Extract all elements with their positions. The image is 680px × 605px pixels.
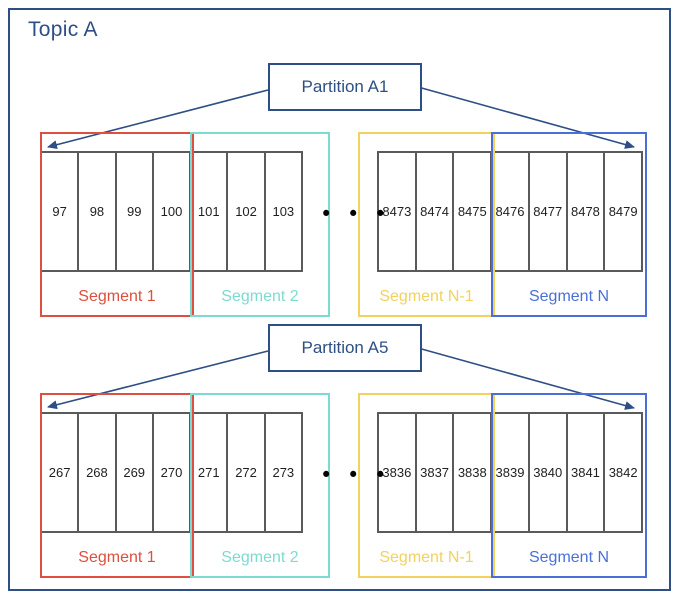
cell-offset-value: 3838 (457, 465, 487, 480)
log-cell: 3836 (379, 414, 415, 531)
partition-label-box: Partition A1 (268, 63, 422, 111)
log-cell: 3841 (565, 414, 604, 531)
log-cell: 3842 (603, 414, 641, 531)
log-cell: 8479 (603, 153, 641, 270)
topic-box (8, 8, 671, 591)
cell-offset-value: 8476 (495, 204, 525, 219)
log-cell: 273 (263, 414, 301, 531)
topic-title: Topic A (28, 18, 98, 41)
cell-offset-value: 99 (126, 204, 142, 219)
cell-offset-value: 272 (235, 465, 257, 480)
cell-offset-value: 3836 (382, 465, 412, 480)
cell-offset-value: 8474 (420, 204, 450, 219)
cell-offset-value: 100 (160, 204, 183, 219)
cell-offset-value: 268 (86, 465, 108, 480)
log-cell: 268 (77, 414, 114, 531)
log-cell: 97 (42, 153, 77, 270)
log-cell: 270 (151, 414, 189, 531)
log-cell: 103 (263, 153, 301, 270)
cell-offset-value: 102 (235, 204, 257, 219)
log-cell: 272 (226, 414, 263, 531)
log-cell: 8477 (527, 153, 566, 270)
ellipsis-dots: • • • (320, 202, 391, 226)
cell-offset-value: 103 (272, 204, 295, 219)
log-cell: 3838 (452, 414, 490, 531)
cell-strip: 8473 8474 8475 8476 8477 8478 8479 (377, 151, 643, 272)
log-cell: 102 (226, 153, 263, 270)
segment-label: Segment 1 (78, 288, 156, 305)
cell-offset-value: 3837 (420, 465, 450, 480)
partition-label: Partition A1 (301, 77, 389, 96)
log-cell: 100 (151, 153, 189, 270)
segment-box: Segment 2 (190, 132, 330, 317)
segment-box: Segment N (491, 393, 647, 578)
cell-offset-value: 271 (197, 465, 220, 480)
cell-offset-value: 269 (123, 465, 146, 480)
log-cell: 99 (114, 153, 152, 270)
cell-offset-value: 98 (89, 204, 105, 219)
partition-label: Partition A5 (301, 338, 389, 357)
cell-offset-value: 3841 (570, 465, 600, 480)
cell-strip: 267 268 269 270 271 272 273 (40, 412, 303, 533)
segment-label: Segment 2 (221, 288, 299, 305)
log-cell: 3837 (414, 414, 453, 531)
log-cell: 8478 (565, 153, 604, 270)
segment-label: Segment 1 (78, 549, 156, 566)
segment-label: Segment N-1 (379, 549, 474, 566)
segment-label: Segment 2 (221, 549, 299, 566)
log-cell: 8473 (379, 153, 415, 270)
segment-label: Segment N-1 (379, 288, 474, 305)
segment-box: Segment N (491, 132, 647, 317)
partition-label-box: Partition A5 (268, 324, 422, 372)
cell-offset-value: 97 (52, 204, 67, 219)
log-cell: 267 (42, 414, 77, 531)
cell-offset-value: 3842 (608, 465, 638, 480)
cell-offset-value: 273 (272, 465, 295, 480)
cell-offset-value: 267 (48, 465, 71, 480)
cell-offset-value: 3839 (495, 465, 525, 480)
segment-box: Segment 1 (40, 132, 194, 317)
cell-offset-value: 8477 (533, 204, 563, 219)
cell-offset-value: 8479 (608, 204, 638, 219)
log-cell: 8475 (452, 153, 490, 270)
segment-label: Segment N (528, 549, 610, 566)
log-cell: 3840 (527, 414, 566, 531)
cell-offset-value: 270 (160, 465, 183, 480)
segment-box: Segment 2 (190, 393, 330, 578)
cell-offset-value: 3840 (533, 465, 563, 480)
cell-strip: 97 98 99 100 101 102 103 (40, 151, 303, 272)
cell-offset-value: 8473 (382, 204, 412, 219)
cell-offset-value: 101 (197, 204, 220, 219)
ellipsis-dots: • • • (320, 463, 391, 487)
cell-strip: 3836 3837 3838 3839 3840 3841 3842 (377, 412, 643, 533)
cell-offset-value: 8475 (457, 204, 487, 219)
log-cell: 269 (114, 414, 152, 531)
segment-box: Segment 1 (40, 393, 194, 578)
log-cell: 8474 (414, 153, 453, 270)
log-cell: 98 (77, 153, 114, 270)
segment-label: Segment N (528, 288, 610, 305)
cell-offset-value: 8478 (570, 204, 600, 219)
